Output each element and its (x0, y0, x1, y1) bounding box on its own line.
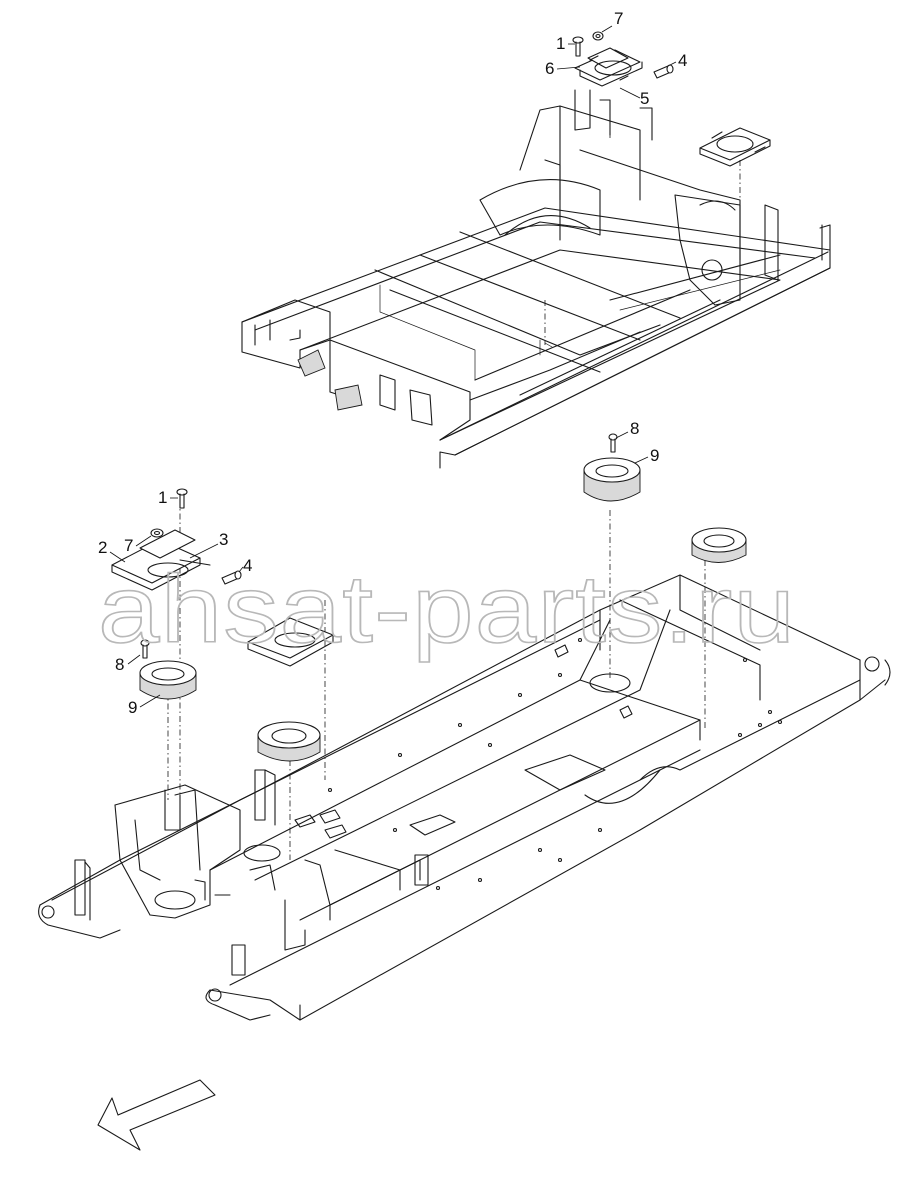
callout-left-7: 7 (124, 536, 133, 555)
callout-top-5: 5 (640, 89, 649, 108)
callout-left-4: 4 (243, 556, 252, 575)
bolt-4-top (653, 64, 674, 79)
upper-frame (241, 89, 831, 469)
callout-top-4: 4 (678, 51, 687, 70)
callout-left-3: 3 (219, 530, 228, 549)
lower-plate-mid (247, 617, 334, 667)
front-direction-arrow-icon (97, 1079, 216, 1151)
bolt-4-left (221, 570, 242, 585)
callout-left-9: 9 (128, 698, 137, 717)
swing-bearing-ring-9-left (139, 660, 197, 700)
callout-top-1: 1 (556, 34, 565, 53)
bolt-8-right (608, 433, 618, 453)
callout-left-8: 8 (115, 655, 124, 674)
callout-left-2: 2 (98, 538, 107, 557)
bolt-1-top (572, 36, 584, 57)
swing-bearing-ring-9-right (583, 457, 641, 502)
upper-plate-right (699, 127, 771, 167)
callout-mid-8: 8 (630, 419, 639, 438)
callout-left-1: 1 (158, 488, 167, 507)
upper-mount-plate-6 (574, 47, 643, 87)
bolt-8-left (140, 639, 150, 659)
watermark-text: ahsat-parts.ru (98, 556, 796, 663)
swing-bearing-ring-mid (257, 721, 321, 762)
swing-bearing-ring-far (691, 527, 747, 563)
bolt-1-left (176, 488, 188, 509)
rail-holes (327, 637, 783, 891)
callouts: 1 7 6 4 5 8 9 1 2 7 3 4 8 9 (98, 9, 687, 717)
lower-mount-plate-2 (111, 529, 211, 591)
callout-top-7: 7 (614, 9, 623, 28)
callout-mid-9: 9 (650, 446, 659, 465)
washer-7-top (592, 31, 604, 41)
callout-top-6: 6 (545, 59, 554, 78)
lower-frame (38, 500, 891, 1021)
washer-7-left (150, 528, 164, 538)
